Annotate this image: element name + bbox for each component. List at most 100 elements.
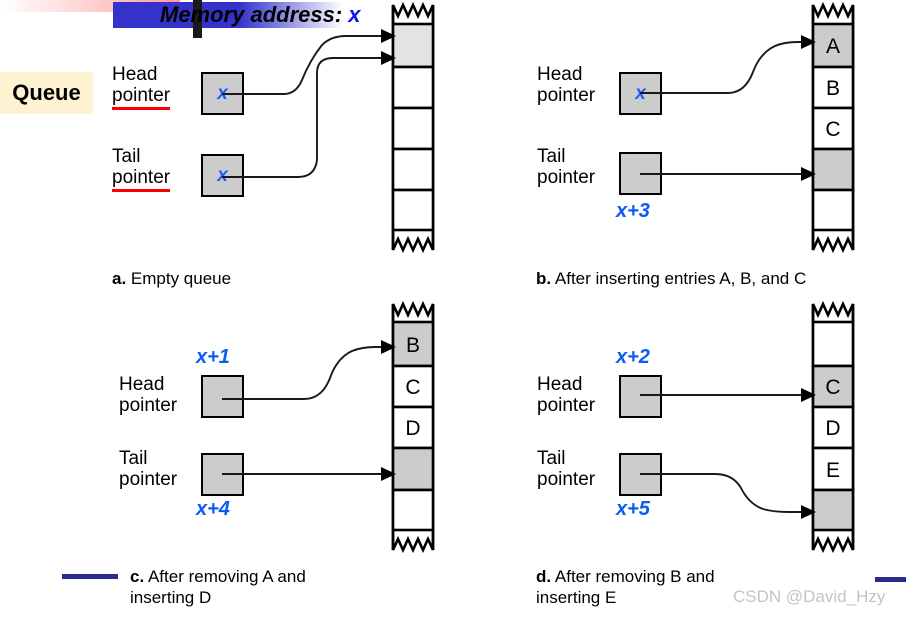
tail-pointer-label-line2: pointer <box>112 167 171 188</box>
memory-cell-1-text: C <box>405 376 420 399</box>
head-pointer-arrow <box>222 35 381 95</box>
head-pointer-arrow <box>640 41 801 94</box>
panel-d-caption-marker: d. <box>536 567 552 586</box>
panel-b-graphics: A B C <box>640 1 855 254</box>
memory-cell-2-text: D <box>405 417 420 440</box>
panel-c-caption: c. After removing A and inserting D <box>130 566 306 608</box>
panel-b-caption: b. After inserting entries A, B, and C <box>536 268 806 289</box>
head-arrowhead <box>381 340 396 354</box>
panel-a-caption-text: Empty queue <box>126 269 232 288</box>
memory-cells-c <box>391 320 435 532</box>
panel-d-graphics: C D E <box>640 300 855 554</box>
head-arrowhead <box>801 35 816 49</box>
panel-c-caption-rule <box>62 574 118 579</box>
head-pointer-arrow <box>222 346 381 400</box>
head-pointer-label-line1: Head <box>119 374 165 395</box>
tail-pointer-value: x <box>217 164 228 186</box>
panel-a-caption: a. Empty queue <box>112 268 231 289</box>
tail-pointer-label-line1: Tail <box>537 448 566 469</box>
watermark: CSDN @David_Hzy <box>733 587 886 606</box>
head-pointer-box <box>619 375 662 418</box>
memory-cells-a <box>391 22 435 232</box>
head-pointer-label-line2: pointer <box>119 395 178 416</box>
tail-pointer-label-line2: pointer <box>537 469 596 490</box>
memory-cell-3 <box>391 446 435 492</box>
tail-pointer-label-line1: Tail <box>112 146 141 167</box>
memory-cell-4 <box>391 488 435 532</box>
panel-a-caption-marker: a. <box>112 269 127 288</box>
tail-pointer-address: x+3 <box>616 200 650 222</box>
panel-b-caption-marker: b. <box>536 269 552 288</box>
head-pointer-box <box>201 375 244 418</box>
panel-b-caption-text: After inserting entries A, B, and C <box>551 269 807 288</box>
tail-pointer-address: x+4 <box>196 498 230 520</box>
memory-cell-2 <box>391 106 435 151</box>
page-title: Memory address: x <box>160 2 361 28</box>
head-pointer-label-line1: Head <box>112 64 158 85</box>
queue-callout: Queue <box>0 72 93 114</box>
tail-pointer-label-line2: pointer <box>119 469 178 490</box>
memory-cells-d <box>811 320 855 532</box>
memory-cell-1 <box>391 65 435 110</box>
memory-cell-3 <box>811 147 855 192</box>
head-pointer-label-line2: pointer <box>537 395 596 416</box>
memory-cell-0-text: B <box>406 334 420 357</box>
memory-cell-3 <box>391 147 435 192</box>
tail-pointer-arrow <box>222 57 381 178</box>
title-text: Memory address: <box>160 2 349 27</box>
memory-cell-4 <box>391 188 435 232</box>
memory-cell-2-text: C <box>825 118 840 141</box>
memory-cell-0 <box>391 320 435 368</box>
memory-cell-0 <box>391 22 435 69</box>
memory-cell-1-text: C <box>825 376 840 399</box>
memory-cell-0-text: A <box>826 35 840 58</box>
panel-d-caption-rule <box>875 577 906 582</box>
tail-pointer-address: x+5 <box>616 498 650 520</box>
tail-pointer-label-line1: Tail <box>119 448 148 469</box>
memory-cell-4 <box>811 488 855 532</box>
memory-cells-b <box>811 22 855 232</box>
panel-d-caption-text: After removing B and inserting E <box>536 567 715 607</box>
tail-pointer-label-line1: Tail <box>537 146 566 167</box>
head-pointer-address: x+1 <box>196 346 230 368</box>
memory-cell-0 <box>811 320 855 368</box>
decorative-black-bar <box>193 0 202 38</box>
memory-cell-3-text: E <box>826 459 840 482</box>
panel-c-caption-marker: c. <box>130 567 145 586</box>
head-pointer-label-line1: Head <box>537 64 583 85</box>
queue-callout-label: Queue <box>12 80 81 105</box>
tail-arrowhead <box>381 51 396 65</box>
panel-d-caption: d. After removing B and inserting E <box>536 566 715 608</box>
panel-a-graphics <box>222 1 435 254</box>
head-pointer-address: x+2 <box>616 346 650 368</box>
panel-c-graphics: B C D <box>222 300 435 554</box>
memory-cell-2 <box>391 405 435 450</box>
memory-cell-4 <box>811 188 855 232</box>
tail-arrowhead <box>801 505 816 519</box>
panel-c-caption-text: After removing A and inserting D <box>130 567 306 607</box>
memory-cell-2-text: D <box>825 417 840 440</box>
head-pointer-label-line2: pointer <box>112 85 171 106</box>
head-pointer-label-line1: Head <box>537 374 583 395</box>
head-pointer-label-line2: pointer <box>537 85 596 106</box>
head-arrowhead <box>801 388 816 402</box>
tail-arrowhead <box>381 467 396 481</box>
memory-cell-1 <box>391 364 435 409</box>
tail-arrowhead <box>801 167 816 181</box>
tail-pointer-label-line2: pointer <box>537 167 596 188</box>
tail-pointer-arrow <box>640 473 801 513</box>
head-pointer-value: x <box>217 82 228 104</box>
